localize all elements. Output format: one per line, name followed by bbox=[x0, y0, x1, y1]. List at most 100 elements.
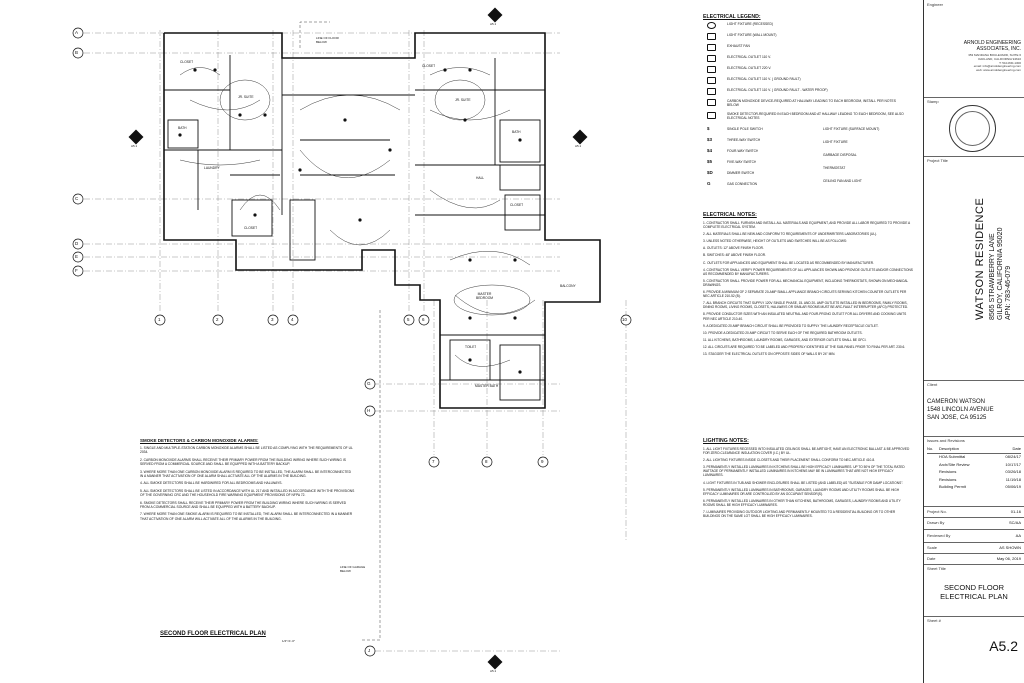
engineer-name: ARNOLD ENGINEERING ASSOCIATES, INC. bbox=[963, 40, 1021, 52]
issue-date: 10/17/17 bbox=[1005, 461, 1021, 467]
project-apn: APN: 783-46-079 bbox=[1005, 265, 1012, 320]
lighting-note-item: 2. ALL LIGHTING FIXTURES INSIDE CLOSETS … bbox=[703, 458, 875, 463]
note-line-of-garage: LINE OF GARAGE BELOW bbox=[340, 565, 366, 574]
issues-label: Issues and Revisions bbox=[927, 438, 965, 443]
legend-item: EXHAUST FAN bbox=[703, 42, 913, 53]
smoke-note-item: 6. SMOKE DETECTORS SHALL RECEIVE THEIR P… bbox=[140, 500, 347, 510]
floor-plan-drawing bbox=[72, 7, 632, 670]
project-address: 8565 STRAWBERRY LANE bbox=[989, 233, 996, 320]
legend-symbol-icon bbox=[707, 112, 716, 119]
reviewed-by-label: Reviewed By bbox=[927, 533, 951, 538]
room-bath-2: BATH bbox=[512, 130, 521, 134]
legend-symbol-icon bbox=[707, 77, 716, 84]
smoke-notes: SMOKE DETECTORS & CARBON MONOXIDE ALARMS… bbox=[140, 438, 355, 521]
fixture-label: THERMOSTAT bbox=[823, 166, 846, 170]
grid-label-8: 8 bbox=[485, 460, 488, 464]
room-jr-suite-2: JR. SUITE bbox=[455, 98, 471, 102]
fixture-label: CEILING FAN AND LIGHT bbox=[823, 179, 862, 183]
reviewed-by: AA bbox=[1015, 533, 1021, 538]
legend-heading: ELECTRICAL LEGEND: bbox=[703, 14, 761, 20]
legend-item: LIGHT FIXTURE (WALL MOUNT) bbox=[703, 31, 913, 42]
exterior-walls bbox=[163, 32, 601, 409]
electrical-note-item: 10. PROVIDE A DEDICATED 20 AMP CIRCUIT T… bbox=[703, 330, 863, 335]
lighting-notes-heading: LIGHTING NOTES: bbox=[703, 438, 749, 444]
note-line-of-floor: LINE OF FLOOR BELOW bbox=[316, 36, 339, 45]
grid-label-10: 10 bbox=[622, 318, 628, 322]
electrical-note-item: 7. ALL BRANCH CIRCUITS THAT SUPPLY 120V … bbox=[703, 301, 909, 310]
issues-col-desc: Description bbox=[939, 446, 960, 451]
grid-label-5: 5 bbox=[407, 318, 410, 322]
electrical-note-item: 2. ALL MATERIALS SHALL BE NEW AND CONFOR… bbox=[703, 232, 878, 237]
grid-label-1: 1 bbox=[158, 318, 161, 322]
smoke-note-item: 1. SINGLE AND MULTIPLE-STATION CARBON MO… bbox=[140, 446, 353, 455]
switch-label: GAS CONNECTION bbox=[727, 182, 758, 186]
legend-symbol-icon bbox=[707, 55, 716, 62]
lighting-note-item: 6. PERMANENTLY INSTALLED LUMINAIRES IN O… bbox=[703, 498, 901, 507]
grid-row-lines bbox=[84, 32, 560, 652]
legend-list: LIGHT FIXTURE (RECESSED)LIGHT FIXTURE (W… bbox=[703, 20, 913, 123]
grid-label-4: 4 bbox=[291, 318, 294, 322]
grid-label-6: 6 bbox=[422, 318, 425, 322]
electrical-note-item: 13. STAGGER THE ELECTRICAL OUTLETS ON OP… bbox=[703, 351, 836, 356]
room-toilet: TOILET bbox=[465, 345, 477, 349]
client-block: CAMERON WATSON 1548 LINCOLN AVENUE SAN J… bbox=[927, 398, 994, 422]
electrical-note-item: 8. PROVIDE CONDUCTOR SIZES WITH AN INSUL… bbox=[703, 312, 907, 321]
project-no: 01-16 bbox=[1010, 509, 1021, 514]
grid-label-d: D bbox=[75, 242, 79, 246]
legend-item: ELECTRICAL OUTLET 110 V. ( GROUND FAULT … bbox=[703, 86, 913, 97]
room-bath-1: BATH bbox=[178, 126, 187, 130]
electrical-note-item: C. OUTLETS FOR APPLIANCES AND EQUIPMENT … bbox=[703, 260, 874, 265]
switch-symbol-icon: $4 bbox=[707, 149, 713, 153]
electrical-note-item: 5. CONTRACTOR SHALL PROVIDE POWER FOR AL… bbox=[703, 278, 909, 287]
lighting-note-item: 3. PERMANENTLY INSTALLED LUMINAIRES IN K… bbox=[703, 465, 905, 478]
electrical-notes-heading: ELECTRICAL NOTES: bbox=[703, 212, 757, 218]
legend-item: ELECTRICAL OUTLET 220 V. bbox=[703, 64, 913, 75]
grid-label-9: 9 bbox=[541, 460, 544, 464]
issues-header-row: No. Description Date bbox=[927, 446, 1021, 454]
legend-symbol-icon bbox=[707, 33, 716, 40]
floor-below-outline bbox=[299, 21, 381, 641]
lighting-note-item: 5. PERMANENTLY INSTALLED LUMINAIRES IN B… bbox=[703, 487, 900, 496]
legend-item-label: ELECTRICAL OUTLET 110 V. ( GROUND FAULT … bbox=[727, 88, 828, 92]
interior-walls bbox=[164, 55, 545, 401]
scale-value: AS SHOWN bbox=[999, 545, 1021, 550]
electrical-note-item: 3. UNLESS NOTED OTHERWISE, HEIGHT OF OUT… bbox=[703, 239, 847, 244]
issue-description: Arch/Site Review bbox=[939, 461, 970, 467]
electrical-note-item: A. OUTLETS: 12" ABOVE FINISH FLOOR. bbox=[703, 246, 764, 251]
switch-symbol-icon: $3 bbox=[707, 138, 713, 142]
lighting-notes-list: 1. ALL LIGHT FIXTURES RECESSED INTO INSU… bbox=[703, 447, 913, 518]
fixture-label: LIGHT FIXTURE bbox=[823, 140, 848, 144]
legend-item-label: ELECTRICAL OUTLET 220 V. bbox=[727, 66, 772, 70]
room-master-bedroom: MASTER BEDROOM bbox=[476, 292, 494, 301]
project-title-rotated: WATSON RESIDENCE 8565 STRAWBERRY LANE GI… bbox=[974, 198, 1012, 320]
stamp-label: Stamp bbox=[927, 99, 939, 104]
project-name: WATSON RESIDENCE bbox=[974, 197, 986, 320]
client-address-2: SAN JOSE, CA 95125 bbox=[927, 415, 987, 421]
electrical-note-item: 4. CONTRACTOR SHALL VERIFY POWER REQUIRE… bbox=[703, 267, 913, 276]
room-master-bath: MASTER BATH bbox=[475, 384, 499, 388]
plan-title: SECOND FLOOR ELECTRICAL PLAN bbox=[160, 631, 266, 637]
issue-description: Revisions bbox=[939, 476, 957, 482]
electrical-note-item: 6. PROVIDE A MINIMUM OF 2 SEPARATE 20-AM… bbox=[703, 290, 907, 299]
scale-label: Scale bbox=[927, 545, 938, 550]
switch-label: FOUR-WAY SWITCH bbox=[727, 149, 759, 153]
project-no-label: Project No. bbox=[927, 509, 947, 514]
wiring-runs bbox=[179, 67, 536, 367]
grid-label-g: G bbox=[367, 382, 371, 386]
legend-symbol-icon bbox=[707, 88, 716, 95]
smoke-note-item: 5. ALL SMOKE DETECTORS SHALL BE LISTED I… bbox=[140, 488, 355, 498]
project-city: GILROY, CALIFORNIA 95020 bbox=[997, 227, 1004, 320]
smoke-note-item: 7. WHERE MORE THAN ONE SMOKE ALARM IS RE… bbox=[140, 512, 353, 521]
smoke-notes-list: 1. SINGLE AND MULTIPLE-STATION CARBON MO… bbox=[140, 446, 355, 521]
sheet-no-label: Sheet # bbox=[927, 618, 941, 623]
grid-label-a: A bbox=[75, 31, 79, 35]
client-name: CAMERON WATSON bbox=[927, 399, 985, 405]
grid-label-7: 7 bbox=[432, 460, 435, 464]
issue-description: Building Permit bbox=[939, 484, 966, 489]
sheet-number: A5.2 bbox=[989, 638, 1018, 654]
electrical-note-item: B. SWITCHES: 48" ABOVE FINISH FLOOR. bbox=[703, 253, 766, 258]
